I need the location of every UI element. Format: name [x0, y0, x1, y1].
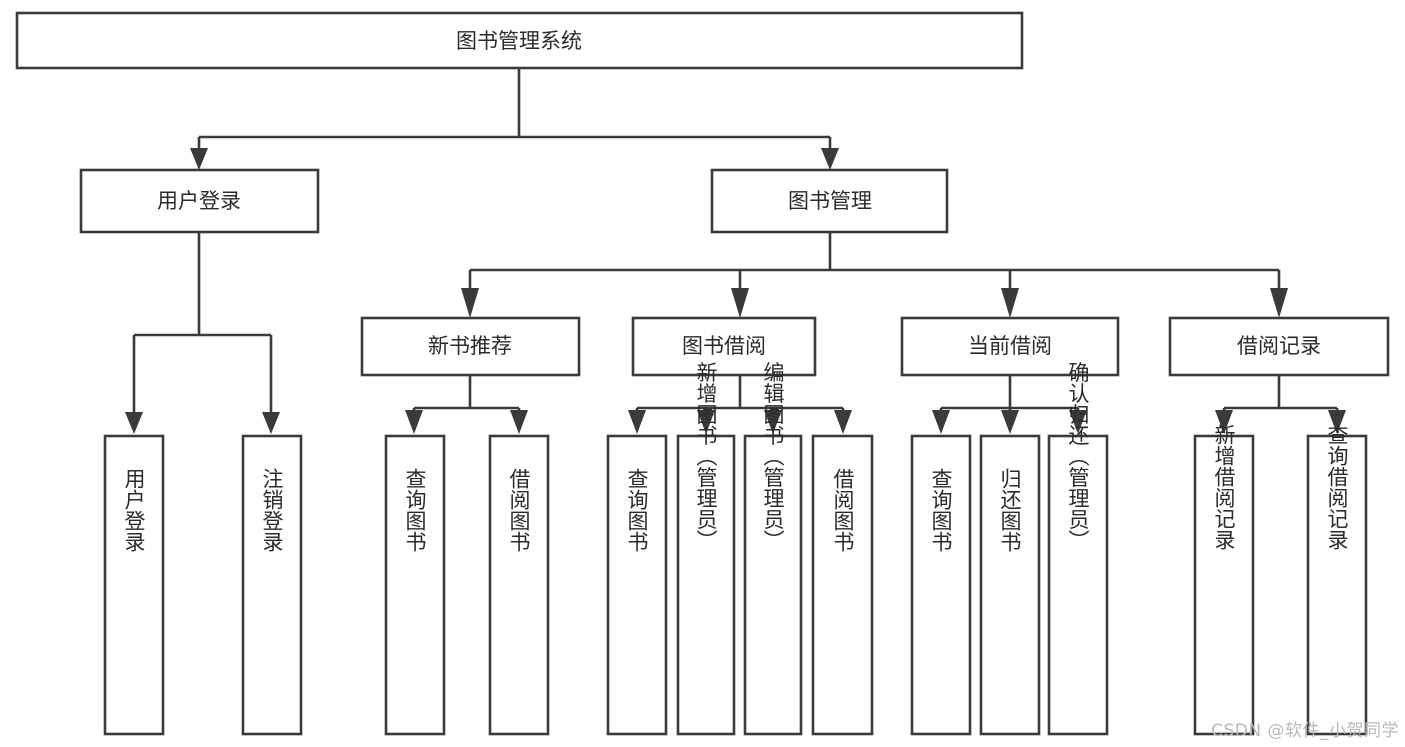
node-root[interactable]: 图书管理系统 [15, 11, 1024, 70]
leaf-query-record-label: 查询借阅记录 [1325, 424, 1349, 550]
leaf-node[interactable]: 查询借阅记录 [1306, 424, 1368, 736]
arrow-icon-user-login [190, 148, 208, 170]
arrow-icon-book-borrow [731, 288, 749, 318]
leaf-edit-book-label: 编辑图书（管理员） [761, 362, 785, 551]
node-current-borrow-box[interactable] [900, 316, 1120, 377]
arrow-icon-leaf-borrow-book-1 [510, 410, 528, 434]
leaf-node[interactable]: 查询图书 [384, 434, 446, 736]
leaf-borrow-book-1-label: 借阅图书 [507, 468, 531, 552]
leaf-user-login-box[interactable] [103, 434, 165, 736]
leaf-node[interactable]: 新增借阅记录 [1193, 424, 1255, 736]
leaf-query-record-box[interactable] [1306, 434, 1368, 736]
leaf-add-book-box[interactable] [676, 434, 736, 736]
leaf-query-book-3-label: 查询图书 [929, 468, 953, 552]
node-borrow-record[interactable]: 借阅记录 [1168, 316, 1390, 377]
arrow-icon-leaf-return-book [1001, 410, 1019, 434]
leaf-confirm-return-box[interactable] [1047, 434, 1109, 736]
leaf-query-book-2-box[interactable] [606, 434, 668, 736]
node-current-borrow-label: 当前借阅 [968, 334, 1052, 358]
arrow-icon-leaf-query-book-2 [628, 410, 646, 434]
leaf-node[interactable]: 新增图书（管理员） [676, 362, 736, 736]
arrow-icon-leaf-query-record [1328, 410, 1346, 434]
arrow-icon-leaf-borrow-book-2 [834, 410, 852, 434]
leaf-add-record-box[interactable] [1193, 434, 1255, 736]
node-root-label: 图书管理系统 [456, 29, 582, 53]
leaf-node[interactable]: 注销登录 [241, 434, 303, 736]
leaf-node[interactable]: 借阅图书 [811, 434, 874, 736]
arrow-icon-leaf-logout [262, 412, 280, 434]
node-book-manage-label: 图书管理 [788, 189, 872, 213]
leaf-logout-label: 注销登录 [260, 468, 284, 552]
connector-layer [125, 68, 1346, 434]
leaf-edit-book-box[interactable] [743, 434, 803, 736]
node-new-book-recommend-box[interactable] [360, 316, 581, 377]
leaf-node[interactable]: 确认归还（管理员） [1047, 362, 1109, 736]
arrow-icon-borrow-record [1270, 288, 1288, 318]
node-new-book-recommend[interactable]: 新书推荐 [360, 316, 581, 377]
arrow-icon-leaf-query-book-1 [405, 410, 423, 434]
leaf-add-book-label: 新增图书（管理员） [694, 362, 718, 551]
arrow-icon-leaf-add-book [697, 410, 715, 434]
node-user-login-box[interactable] [79, 168, 320, 234]
node-root-box[interactable] [15, 11, 1024, 70]
csdn-watermark: CSDN @软件_小贺同学 [1211, 721, 1399, 741]
node-current-borrow[interactable]: 当前借阅 [900, 316, 1120, 377]
arrow-icon-leaf-user-login [125, 412, 143, 434]
node-borrow-record-label: 借阅记录 [1237, 334, 1321, 358]
leaf-node[interactable]: 查询图书 [910, 434, 972, 736]
leaf-query-book-1-label: 查询图书 [403, 468, 427, 552]
node-user-login[interactable]: 用户登录 [79, 168, 320, 234]
leaf-confirm-return-label: 确认归还（管理员） [1066, 362, 1090, 551]
leaf-logout-box[interactable] [241, 434, 303, 736]
arrow-icon-book-manage [821, 148, 839, 170]
leaf-user-login-label: 用户登录 [122, 468, 146, 552]
leaf-return-book-label: 归还图书 [998, 468, 1022, 552]
node-user-login-label: 用户登录 [157, 189, 241, 213]
leaf-node[interactable]: 编辑图书（管理员） [743, 362, 803, 736]
leaf-query-book-1-box[interactable] [384, 434, 446, 736]
node-book-borrow-label: 图书借阅 [682, 334, 766, 358]
leaf-borrow-book-2-label: 借阅图书 [831, 468, 855, 552]
leaf-node[interactable]: 归还图书 [979, 434, 1041, 736]
leaf-node[interactable]: 借阅图书 [488, 434, 550, 736]
node-new-book-recommend-label: 新书推荐 [428, 334, 512, 358]
node-book-manage[interactable]: 图书管理 [710, 168, 949, 234]
leaf-add-record-label: 新增借阅记录 [1212, 424, 1236, 550]
node-borrow-record-box[interactable] [1168, 316, 1390, 377]
node-book-borrow-box[interactable] [631, 316, 817, 377]
arrow-icon-leaf-add-record [1215, 410, 1233, 434]
leaf-node[interactable]: 用户登录 [103, 434, 165, 736]
arrow-icon-leaf-query-book-3 [932, 410, 950, 434]
leaf-borrow-book-2-box[interactable] [811, 434, 874, 736]
node-book-borrow[interactable]: 图书借阅 [631, 316, 817, 377]
arrow-icon-leaf-edit-book [764, 410, 782, 434]
leaf-return-book-box[interactable] [979, 434, 1041, 736]
leaf-borrow-book-1-box[interactable] [488, 434, 550, 736]
arrow-icon-new-book [461, 288, 479, 318]
leaf-node[interactable]: 查询图书 [606, 434, 668, 736]
arrow-icon-current-borrow [1001, 288, 1019, 318]
node-book-manage-box[interactable] [710, 168, 949, 234]
leaf-query-book-3-box[interactable] [910, 434, 972, 736]
arrow-icon-leaf-confirm-return [1069, 410, 1087, 434]
leaf-query-book-2-label: 查询图书 [625, 468, 649, 552]
